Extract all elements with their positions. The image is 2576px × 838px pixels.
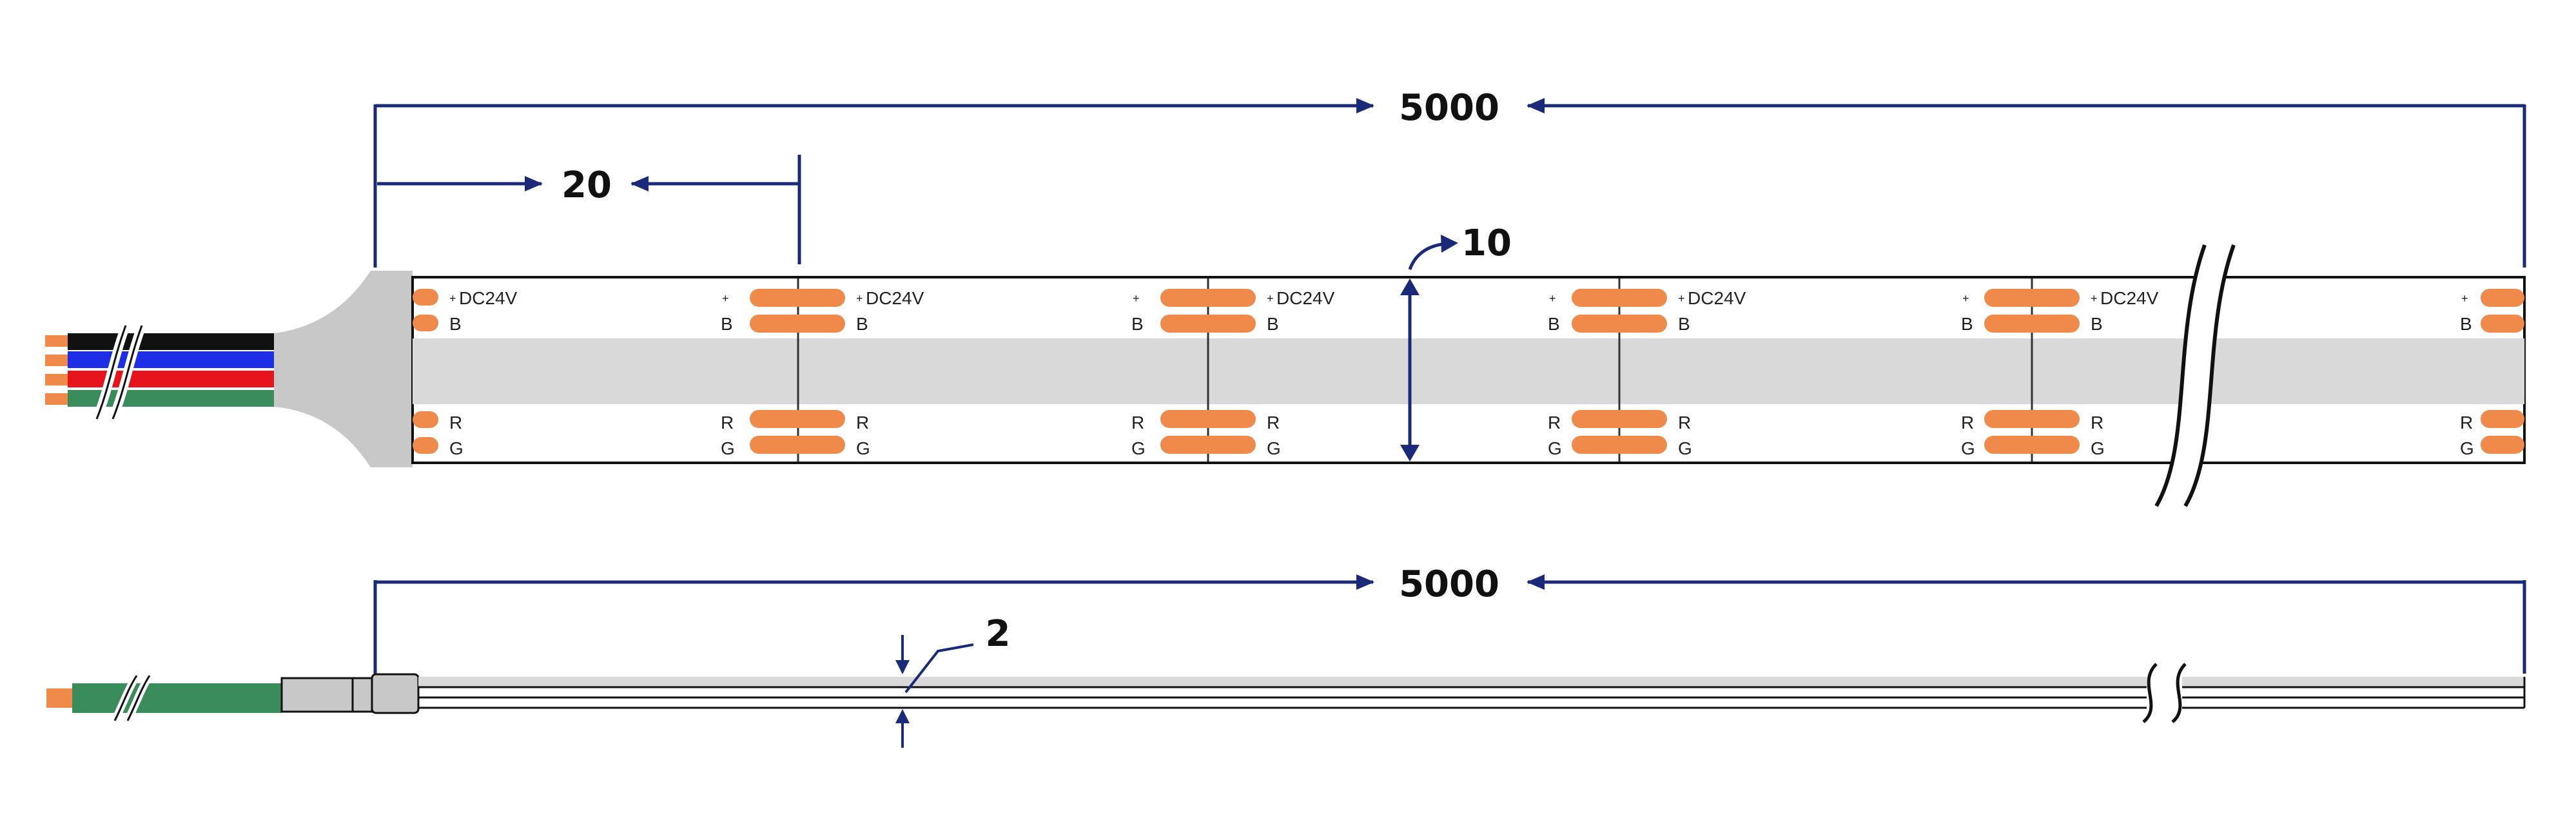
- pad-label-b: B: [721, 314, 733, 334]
- led-strip-center-band: [413, 338, 2524, 404]
- pad-label-b: B: [1267, 314, 1279, 334]
- dimension-label-5000-top: 5000: [1399, 87, 1499, 129]
- pad-label-plus: +: [1962, 292, 1969, 305]
- pad-label-r: R: [1131, 413, 1144, 433]
- pad-label-b: B: [1678, 314, 1690, 334]
- wire-blue: [68, 351, 274, 368]
- pad-label-plus: +: [1549, 292, 1556, 305]
- pad-label-g: G: [2091, 438, 2105, 458]
- pad-label-voltage: DC24V: [1276, 288, 1335, 308]
- pad-labels: + DC24V B R G + DC24V B R G + DC24V B R …: [449, 288, 2474, 458]
- break-mark-icon: [95, 325, 127, 420]
- wire-red: [68, 371, 274, 387]
- strip-end-cap: [274, 271, 413, 467]
- pad-label-g: G: [1267, 438, 1281, 458]
- pad-label-r: R: [2460, 413, 2473, 433]
- pad-label-g: G: [1678, 438, 1692, 458]
- pad-label-g: G: [1961, 438, 1975, 458]
- side-view-strip: [418, 677, 2526, 709]
- side-view-connector: [280, 673, 420, 714]
- pad-label-r: R: [449, 413, 462, 433]
- pad-label-g: G: [721, 438, 735, 458]
- pad-label-g: G: [2460, 438, 2474, 458]
- pad-label-r: R: [2091, 413, 2103, 433]
- pad-label-g: G: [1131, 438, 1146, 458]
- pad-label-b: B: [2460, 314, 2472, 334]
- wire-tip-4: [45, 393, 71, 405]
- dimension-thickness: 2: [895, 613, 1010, 748]
- side-view-wire: [46, 673, 282, 723]
- pad-label-b: B: [1131, 314, 1144, 334]
- break-mark-icon: [2154, 244, 2236, 507]
- dimension-width: 10: [1400, 222, 1512, 462]
- pad-label-voltage: DC24V: [1688, 288, 1746, 308]
- pad-label-b: B: [856, 314, 868, 334]
- pad-label-r: R: [721, 413, 734, 433]
- pad-label-b: B: [449, 314, 462, 334]
- dimension-label-10: 10: [1461, 222, 1512, 264]
- pad-label-plus: +: [722, 292, 729, 305]
- pad-label-plus: +: [2091, 292, 2098, 305]
- pad-label-g: G: [1548, 438, 1562, 458]
- dimension-label-5000-bottom: 5000: [1399, 563, 1499, 605]
- dimension-total-length-bottom: 5000: [373, 563, 2526, 674]
- pad-label-b: B: [1548, 314, 1560, 334]
- pad-label-plus: +: [449, 292, 456, 305]
- pad-label-voltage: DC24V: [866, 288, 924, 308]
- pad-label-plus: +: [2461, 292, 2468, 305]
- pad-label-r: R: [1267, 413, 1280, 433]
- pad-label-b: B: [1961, 314, 1973, 334]
- wire-black: [68, 333, 274, 350]
- wire-tip-2: [45, 355, 71, 366]
- pad-label-plus: +: [1267, 292, 1274, 305]
- pad-label-g: G: [856, 438, 870, 458]
- pad-label-b: B: [2091, 314, 2103, 334]
- wire-tip-3: [45, 374, 71, 385]
- break-mark-icon: [2142, 663, 2187, 723]
- solder-pads: [413, 289, 2524, 454]
- pad-label-voltage: DC24V: [2100, 288, 2159, 308]
- pad-label-plus: +: [1133, 292, 1140, 305]
- dimension-cut-unit: 20: [377, 155, 801, 264]
- dimension-label-20: 20: [561, 164, 612, 206]
- wire-tip-1: [45, 335, 71, 347]
- dimension-label-2: 2: [986, 613, 1011, 655]
- dimension-total-length-top: 5000: [373, 87, 2526, 268]
- pad-label-g: G: [449, 438, 463, 458]
- break-mark-icon: [113, 675, 138, 721]
- pad-label-r: R: [1961, 413, 1974, 433]
- break-mark-icon: [126, 675, 151, 721]
- wire-bundle-top: [45, 324, 274, 421]
- pad-label-voltage: DC24V: [459, 288, 518, 308]
- pad-label-plus: +: [1678, 292, 1685, 305]
- pad-label-plus: +: [856, 292, 863, 305]
- pad-label-r: R: [1678, 413, 1691, 433]
- break-mark-icon: [112, 325, 143, 420]
- segment-cut-lines: [797, 278, 2033, 462]
- pad-label-r: R: [1548, 413, 1561, 433]
- pad-label-r: R: [856, 413, 869, 433]
